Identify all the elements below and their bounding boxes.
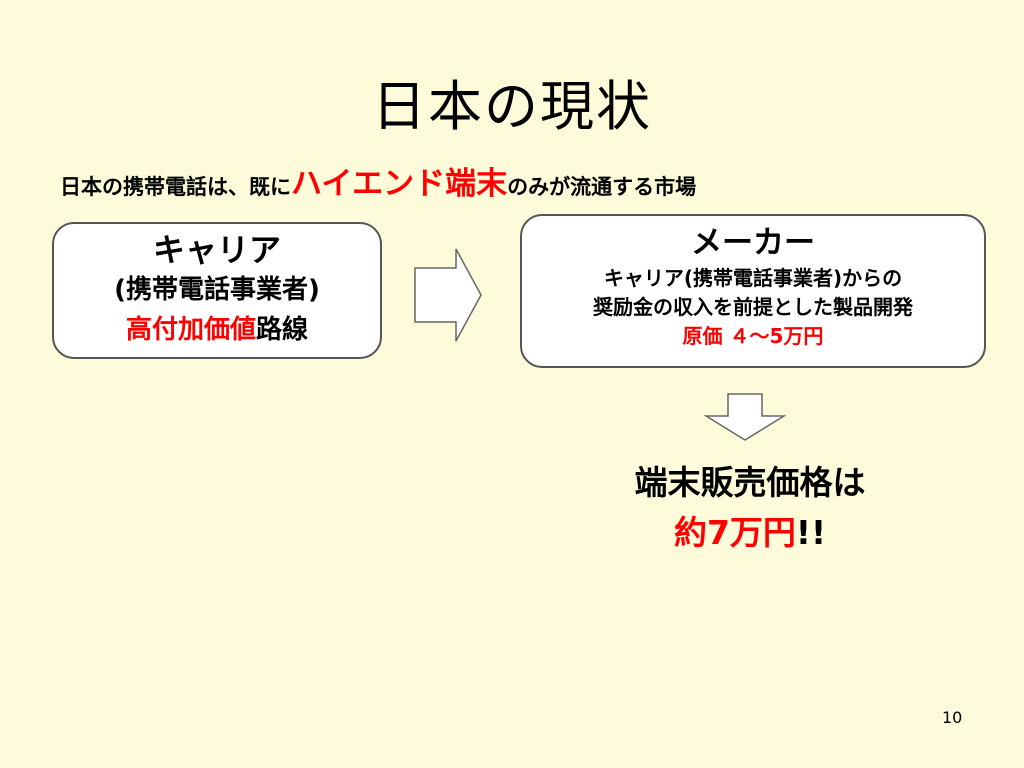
carrier-line1: (携帯電話事業者) — [114, 275, 320, 305]
maker-line1: キャリア(携帯電話事業者)からの — [603, 266, 903, 290]
result-exclaim: !! — [795, 513, 827, 552]
carrier-line2-black: 路線 — [256, 315, 309, 345]
result-price: 約7万円 — [673, 513, 796, 552]
subtitle-suffix: のみが流通する市場 — [507, 175, 697, 199]
maker-box: メーカー キャリア(携帯電話事業者)からの 奨励金の収入を前提とした製品開発 原… — [520, 214, 986, 368]
maker-line3: 原価 ４～5万円 — [682, 324, 824, 348]
result-line2: 約7万円!! — [560, 508, 940, 558]
slide-title: 日本の現状 — [372, 75, 652, 138]
carrier-heading: キャリア — [152, 231, 281, 269]
carrier-line2: 高付加価値路線 — [54, 310, 380, 350]
result-line1: 端末販売価格は — [634, 463, 866, 502]
subtitle-prefix: 日本の携帯電話は、既に — [60, 175, 291, 199]
maker-heading: メーカー — [691, 225, 815, 261]
down-arrow-icon — [704, 393, 786, 441]
result-text: 端末販売価格は 約7万円!! — [560, 458, 940, 558]
right-arrow-icon — [414, 248, 482, 342]
carrier-box: キャリア (携帯電話事業者) 高付加価値路線 — [52, 222, 382, 359]
carrier-line2-red: 高付加価値 — [125, 315, 256, 345]
page-number: 10 — [942, 708, 963, 727]
maker-line2: 奨励金の収入を前提とした製品開発 — [593, 295, 913, 319]
slide-subtitle: 日本の携帯電話は、既にハイエンド端末のみが流通する市場 — [60, 158, 696, 203]
subtitle-highlight: ハイエンド端末 — [291, 166, 508, 202]
